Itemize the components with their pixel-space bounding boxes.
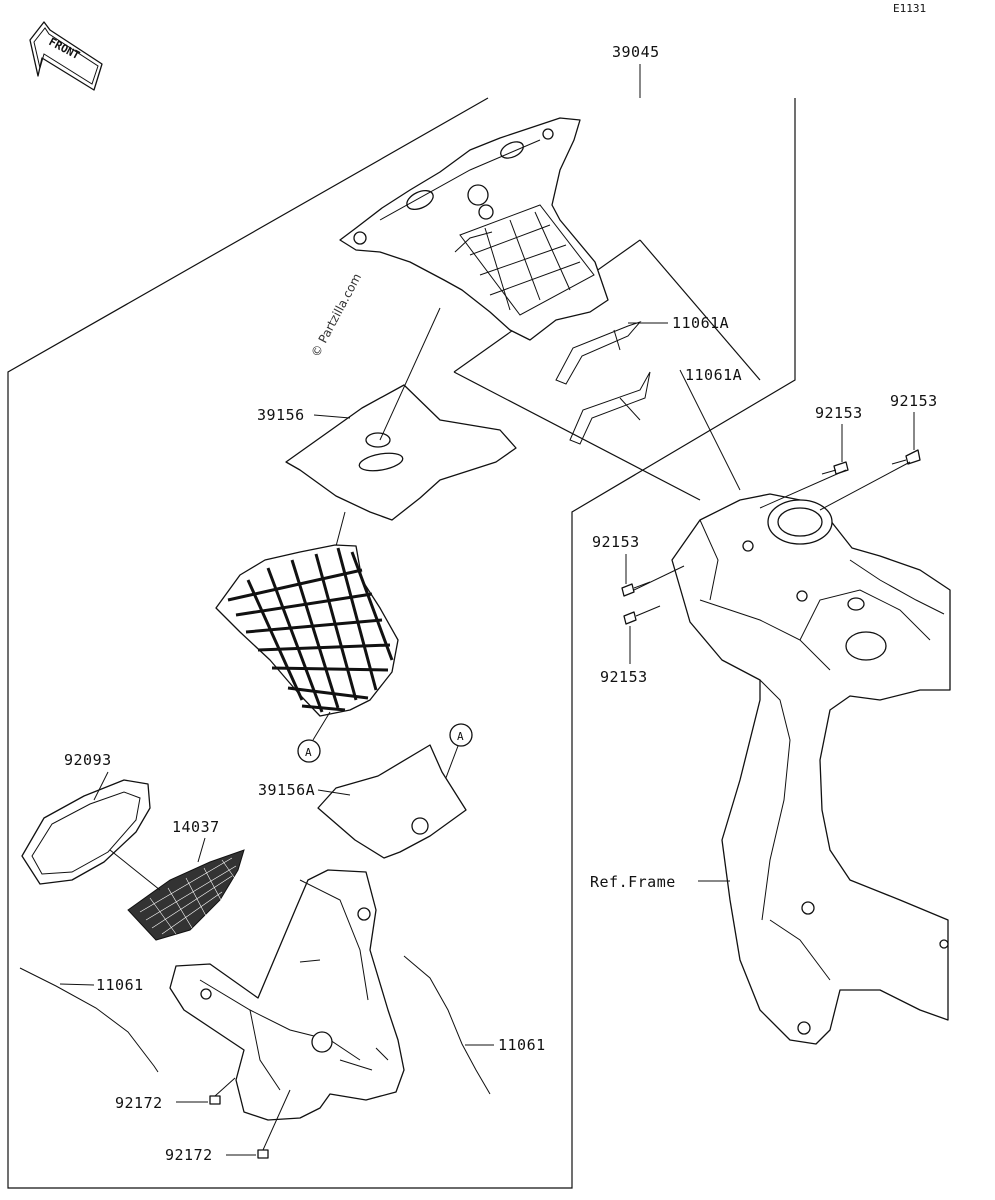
callout-14037: 14037 bbox=[172, 818, 220, 836]
mesh-screen-14037 bbox=[127, 849, 245, 941]
screw-92153-2 bbox=[891, 449, 921, 465]
callout-39045: 39045 bbox=[612, 43, 660, 61]
motorcycle-frame bbox=[671, 493, 951, 1045]
seal-11061a-upper bbox=[555, 320, 642, 385]
air-duct-39045 bbox=[339, 117, 609, 341]
callout-92093: 92093 bbox=[64, 751, 112, 769]
callout-92153-3: 92153 bbox=[592, 533, 640, 551]
screw-92172-2 bbox=[257, 1089, 291, 1159]
mesh-grid-part bbox=[215, 544, 399, 717]
callout-11061a-2: 11061A bbox=[685, 366, 742, 384]
screw-92172-1 bbox=[209, 1077, 236, 1105]
watermark: © Partzilla.com bbox=[308, 271, 364, 359]
callout-39156a: 39156A bbox=[258, 781, 315, 799]
trim-92093 bbox=[21, 779, 151, 885]
seal-11061a-lower bbox=[569, 371, 651, 445]
callout-11061-1: 11061 bbox=[96, 976, 144, 994]
callout-11061a-1: 11061A bbox=[672, 314, 729, 332]
screw-92153-1 bbox=[821, 461, 849, 475]
ref-a-marker-1: A bbox=[297, 711, 331, 763]
callout-92172-2: 92172 bbox=[165, 1146, 213, 1164]
seal-strip-11061-right bbox=[403, 955, 491, 1095]
svg-text:A: A bbox=[457, 730, 464, 743]
callout-11061-2: 11061 bbox=[498, 1036, 546, 1054]
callout-39156: 39156 bbox=[257, 406, 305, 424]
seal-strip-11061-left bbox=[19, 967, 159, 1073]
callout-92153-2: 92153 bbox=[890, 392, 938, 410]
callout-92172-1: 92172 bbox=[115, 1094, 163, 1112]
screw-92153-3 bbox=[621, 581, 651, 597]
callout-92153-4: 92153 bbox=[600, 668, 648, 686]
seal-plate-39156 bbox=[285, 384, 517, 521]
screw-92153-4 bbox=[623, 605, 661, 625]
lower-air-duct bbox=[169, 869, 405, 1121]
ref-a-marker-2: A bbox=[429, 723, 473, 821]
seal-plate-39156a bbox=[317, 744, 467, 859]
callout-ref-frame: Ref.Frame bbox=[590, 873, 676, 891]
assembly-frame-lines bbox=[7, 97, 796, 1189]
svg-text:A: A bbox=[305, 746, 312, 759]
callout-92153-1: 92153 bbox=[815, 404, 863, 422]
front-arrow-icon: FRONT bbox=[29, 21, 103, 91]
diagram-code: E1131 bbox=[893, 2, 926, 15]
